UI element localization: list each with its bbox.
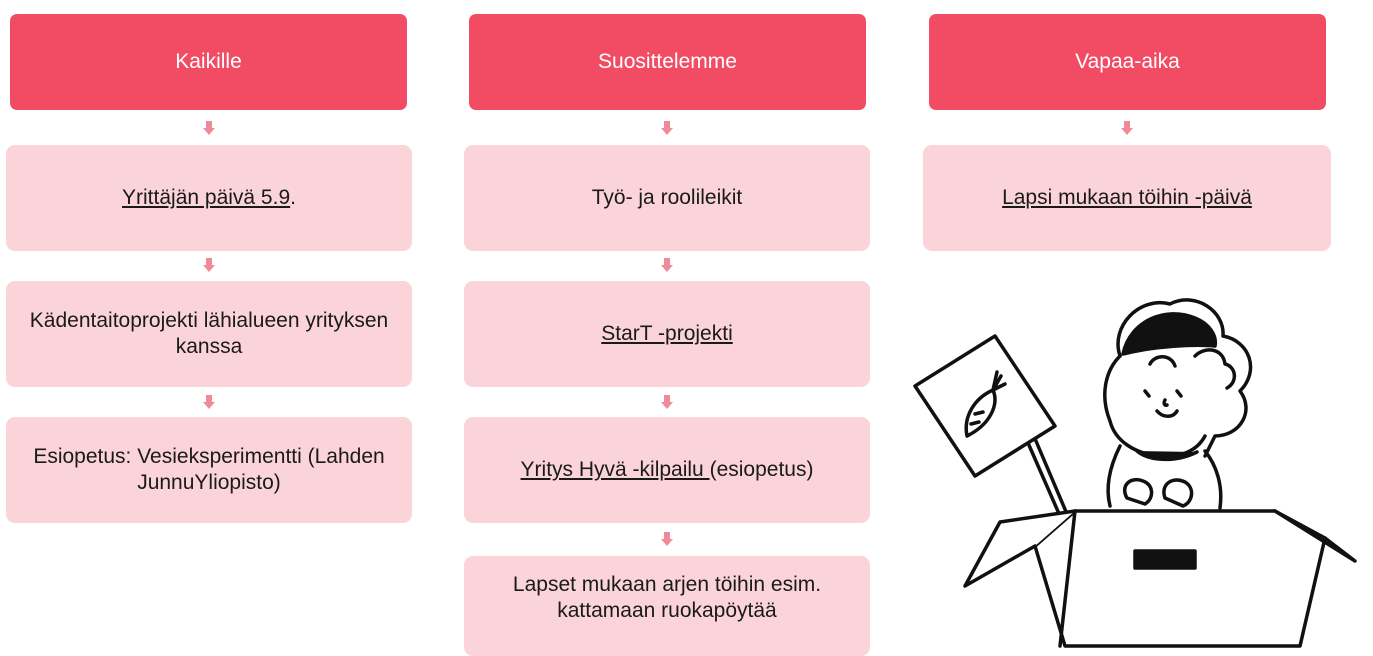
arrow-down-icon	[203, 258, 215, 272]
header-vapaa-aika: Vapaa-aika	[929, 14, 1326, 110]
arrow-down-icon	[203, 395, 215, 409]
header-suosittelemme: Suosittelemme	[469, 14, 866, 110]
step-text: Lapset mukaan arjen töihin esim. kattama…	[512, 573, 822, 622]
step-lapsi-mukaan-toihin: Lapsi mukaan töihin -päivä	[923, 145, 1331, 251]
step-yritys-hyva: Yritys Hyvä -kilpailu (esiopetus)	[464, 417, 870, 523]
link-yrittajan-paiva[interactable]: Yrittäjän päivä 5.9	[122, 186, 291, 209]
link-lapsi-mukaan-toihin[interactable]: Lapsi mukaan töihin -päivä	[1002, 186, 1252, 209]
step-yrittajan-paiva: Yrittäjän päivä 5.9.	[6, 145, 412, 251]
arrow-down-icon	[661, 532, 673, 546]
step-tyo-ja-roolileikit: Työ- ja roolileikit	[464, 145, 870, 251]
header-label: Kaikille	[175, 50, 242, 73]
link-start-projekti[interactable]: StarT -projekti	[601, 322, 733, 345]
step-text: Kädentaitoprojekti lähialueen yrityksen …	[29, 309, 389, 358]
arrow-down-icon	[661, 395, 673, 409]
header-kaikille: Kaikille	[10, 14, 407, 110]
step-text: Työ- ja roolileikit	[591, 186, 743, 209]
arrow-down-icon	[661, 258, 673, 272]
step-start-projekti: StarT -projekti	[464, 281, 870, 387]
link-yritys-hyva[interactable]: Yritys Hyvä -kilpailu	[520, 458, 710, 481]
header-label: Suosittelemme	[598, 50, 737, 73]
arrow-down-icon	[203, 121, 215, 135]
header-label: Vapaa-aika	[1075, 50, 1180, 73]
child-in-box-illustration	[913, 298, 1357, 648]
step-esiopetus: Esiopetus: Vesieksperimentti (Lahden Jun…	[6, 417, 412, 523]
step-text: Esiopetus: Vesieksperimentti (Lahden Jun…	[33, 445, 385, 494]
step-lapset-mukaan: Lapset mukaan arjen töihin esim. kattama…	[464, 556, 870, 656]
arrow-down-icon	[661, 121, 673, 135]
arrow-down-icon	[1121, 121, 1133, 135]
step-kadentaitoprojekti: Kädentaitoprojekti lähialueen yrityksen …	[6, 281, 412, 387]
